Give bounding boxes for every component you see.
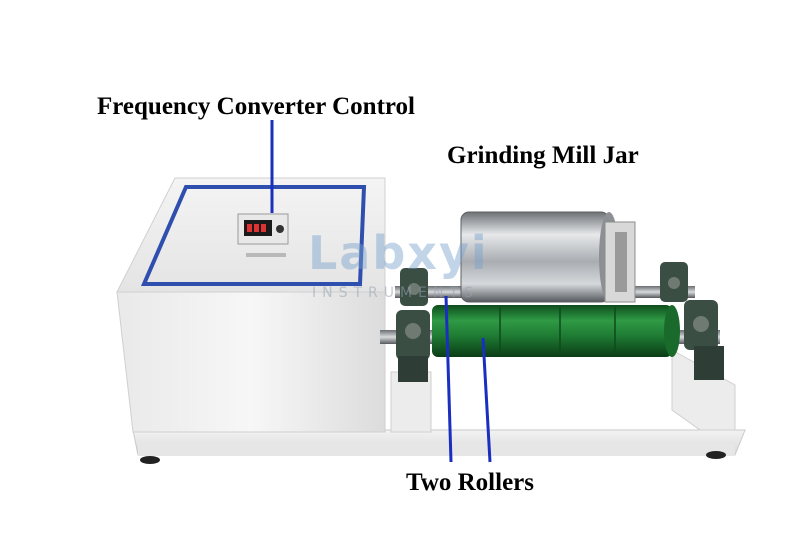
label-two-rollers: Two Rollers: [406, 469, 534, 496]
leader-line-roller-bottom: [481, 337, 492, 463]
bearing-front-left: [396, 310, 430, 382]
leader-line-roller-top: [444, 295, 453, 463]
right-support-block: [671, 349, 736, 431]
panel-frame: [140, 185, 367, 286]
green-roller: [432, 305, 680, 357]
label-frequency-converter: Frequency Converter Control: [97, 93, 416, 120]
grinding-jar: [460, 211, 636, 303]
label-grinding-jar: Grinding Mill Jar: [447, 142, 639, 169]
watermark-logo: Labxyi: [308, 226, 489, 280]
frequency-controller: [237, 213, 289, 245]
base-plate: [132, 429, 746, 464]
leader-lines: [270, 120, 492, 463]
bearing-front-right: [684, 300, 724, 380]
bearing-rear-right: [660, 262, 688, 302]
bearing-rear-left: [400, 268, 428, 306]
control-knob: [276, 225, 284, 233]
control-housing: [116, 177, 386, 433]
watermark-subtitle: INSTRUMENTS: [312, 285, 479, 301]
